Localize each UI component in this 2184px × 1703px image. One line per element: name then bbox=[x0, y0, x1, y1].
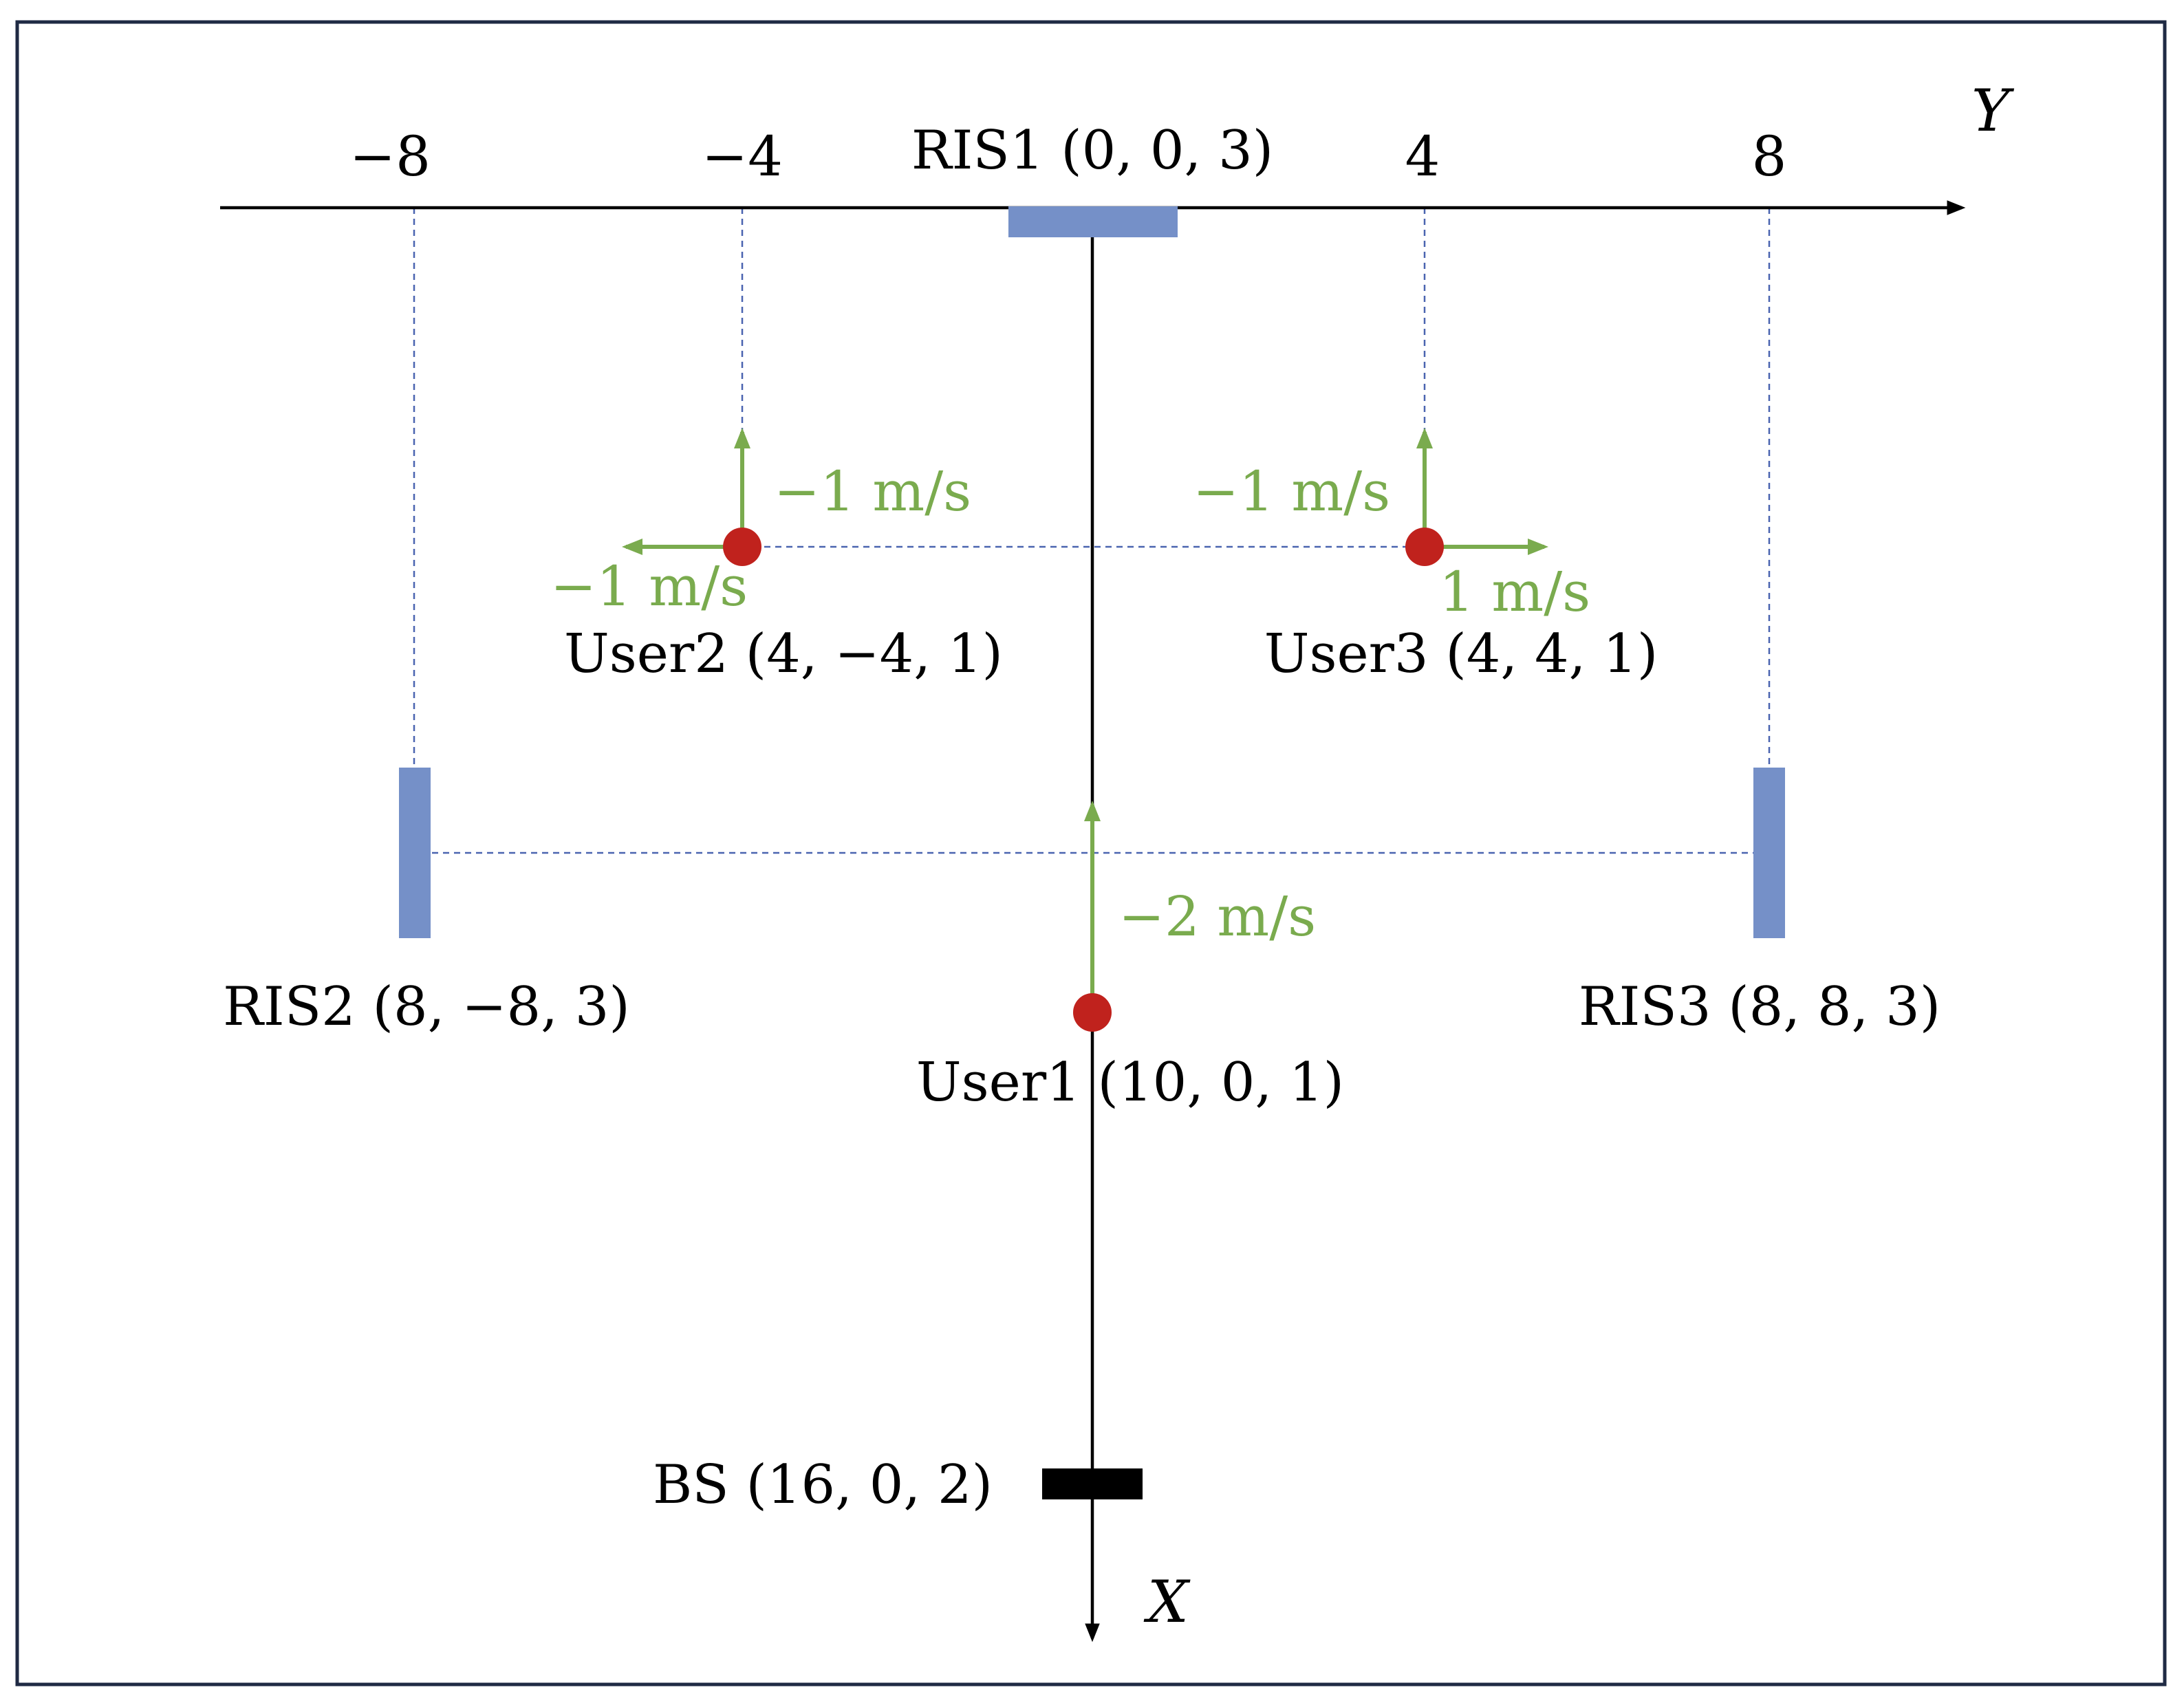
y-tick-minus-4: −4 bbox=[702, 124, 783, 188]
ris3-label: RIS3 (8, 8, 3) bbox=[1579, 976, 1940, 1038]
y-tick-4: 4 bbox=[1405, 124, 1440, 188]
user1-label: User1 (10, 0, 1) bbox=[916, 1052, 1344, 1114]
user2-dot bbox=[723, 528, 761, 566]
x-axis-name: X bbox=[1143, 1568, 1191, 1636]
ris1-label: RIS1 (0, 0, 3) bbox=[911, 120, 1273, 182]
user1-velocity-label: −2 m/s bbox=[1118, 885, 1316, 948]
user3-velocity-up-label: −1 m/s bbox=[1193, 459, 1390, 523]
user3-velocity-right-label: 1 m/s bbox=[1439, 560, 1590, 624]
velocity-arrows bbox=[622, 428, 1548, 1012]
bs-label: BS (16, 0, 2) bbox=[653, 1454, 993, 1516]
diagram-frame bbox=[15, 20, 2167, 1686]
ris2-panel bbox=[399, 768, 431, 938]
ris3-panel bbox=[1753, 768, 1785, 938]
user2-velocity-up-label: −1 m/s bbox=[774, 459, 971, 523]
user1-dot bbox=[1073, 993, 1112, 1032]
ris1-panel bbox=[1008, 206, 1178, 237]
y-tick-8: 8 bbox=[1752, 124, 1787, 188]
ris2-label: RIS2 (8, −8, 3) bbox=[223, 976, 630, 1038]
y-tick-minus-8: −8 bbox=[349, 124, 431, 188]
user2-velocity-left-label: −1 m/s bbox=[550, 554, 748, 618]
user2-label: User2 (4, −4, 1) bbox=[564, 623, 1003, 685]
user3-dot bbox=[1405, 528, 1444, 566]
bs-block bbox=[1042, 1468, 1143, 1499]
user3-label: User3 (4, 4, 1) bbox=[1264, 623, 1658, 685]
y-axis-name: Y bbox=[1971, 77, 2015, 144]
